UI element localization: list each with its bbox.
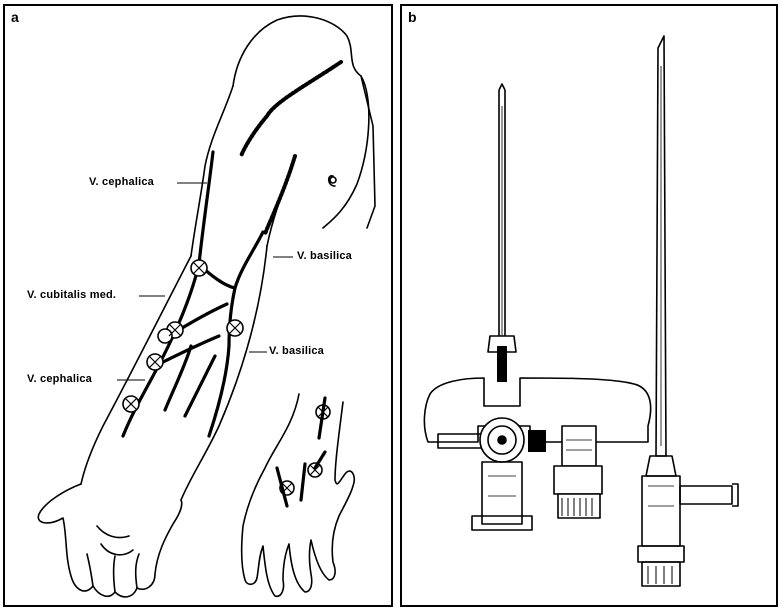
basilica-upper-hatch bbox=[265, 156, 295, 234]
panel-a: a bbox=[3, 4, 393, 607]
label-cephalica-upper: V. cephalica bbox=[89, 176, 154, 188]
winged-cannula bbox=[424, 84, 650, 530]
cannula-cap bbox=[562, 426, 596, 466]
cephalica-upper-hatch bbox=[241, 62, 341, 156]
label-cephalica-lower: V. cephalica bbox=[27, 373, 92, 385]
puncture-site bbox=[158, 329, 172, 343]
catheter-hub bbox=[642, 476, 680, 546]
hand-back-outline bbox=[242, 394, 355, 596]
cannula-illustration bbox=[402, 6, 776, 605]
arm-vein-illustration bbox=[5, 6, 391, 605]
vein-cephalica bbox=[123, 152, 213, 436]
panel-b: b bbox=[400, 4, 778, 607]
hand-outline bbox=[38, 484, 181, 597]
label-cubitalis: V. cubitalis med. bbox=[27, 289, 116, 301]
label-basilica-lower: V. basilica bbox=[269, 345, 324, 357]
catheter-side-arm bbox=[680, 486, 732, 504]
label-basilica-upper: V. basilica bbox=[297, 250, 352, 262]
shoulder-outline bbox=[233, 16, 369, 228]
catheter-needle bbox=[638, 36, 738, 586]
